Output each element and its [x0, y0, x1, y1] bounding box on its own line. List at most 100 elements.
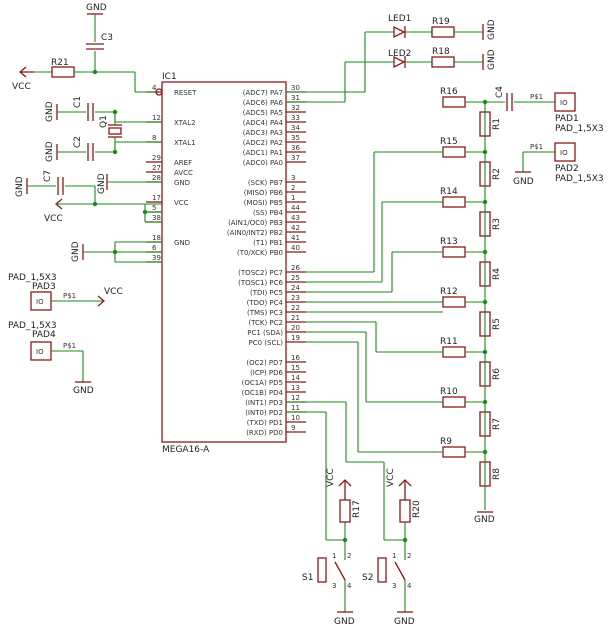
s1-pin-2: 2: [347, 552, 351, 560]
ic-right-pin-name: (T0/XCK) PB0: [237, 249, 283, 257]
ic-right-pin-name: (ADC4) PA4: [243, 119, 284, 127]
s2-lever: [394, 561, 406, 581]
pad4-io: IO: [36, 348, 44, 356]
pad4-label: PAD4: [32, 330, 56, 340]
ic-left-pin-name: XTAL2: [174, 119, 196, 127]
ic-left-pin-num: 27: [152, 164, 161, 172]
ic-right-pin-name: (TCK) PC2: [248, 319, 283, 327]
c3-label: C3: [101, 33, 113, 43]
ic-right-pin-name: (TDO) PC4: [247, 299, 284, 307]
vcc-label-left: VCC: [44, 214, 63, 224]
ic-left-pin-name: XTAL1: [174, 139, 196, 147]
gnd-label-c7: GND: [15, 176, 25, 197]
ic-left-pin-name: RESET: [174, 89, 197, 97]
led1-diode: [393, 25, 406, 39]
pad1-box: [554, 92, 576, 112]
ic-right-pin-name: (RXD) PD0: [246, 429, 283, 437]
r19-resistor: [431, 26, 455, 38]
ladder-top-label: R11: [440, 337, 458, 347]
vcc-label-top: VCC: [12, 82, 31, 92]
ic-right-pin-num: 12: [291, 394, 300, 402]
ic-right-pin-num: 19: [291, 334, 300, 342]
ic-right-pin-num: 16: [291, 354, 300, 362]
ic-right-pin-num: 36: [291, 144, 300, 152]
c4-label: C4: [495, 86, 505, 98]
ic-right-pin-num: 30: [291, 84, 300, 92]
ic-part: MEGA16-A: [162, 445, 210, 455]
r21-label: R21: [51, 58, 69, 68]
ic-right-pin-num: 23: [291, 294, 300, 302]
r21-resistor: [51, 66, 75, 78]
ic-right-pin-name: (ADC5) PA5: [243, 109, 283, 117]
ic-right-pin-num: 26: [291, 264, 300, 272]
ic-right-pin-name: PC1 (SDA): [247, 329, 283, 337]
ic-left-pin-name: VCC: [174, 199, 189, 207]
ic-right-pin-num: 37: [291, 154, 300, 162]
ic-left-pin-num: 4: [152, 84, 157, 92]
ic-right-pin-name: (ADC1) PA1: [243, 149, 283, 157]
pad1-label: PAD1: [555, 114, 579, 124]
r18-label: R18: [432, 47, 450, 57]
s1-label: S1: [302, 573, 313, 583]
ic-left-pin-num: 17: [152, 194, 161, 202]
pad2-box: [554, 142, 576, 162]
pad2-type: PAD_1,5X3: [555, 174, 604, 184]
r20-label: R20: [412, 500, 422, 518]
ic-right-pin-num: 21: [291, 314, 300, 322]
ic-left-pin-num: 8: [152, 134, 156, 142]
ic-left-pin-num: 5: [152, 204, 156, 212]
ladder-top-resistor: [442, 446, 466, 458]
ladder-top-label: R9: [440, 437, 452, 447]
ic-right-pin-name: (MISO) PB6: [244, 189, 284, 197]
c1-label: C1: [73, 96, 83, 108]
ladder-top-resistor: [442, 246, 466, 258]
ladder-top-resistor: [442, 396, 466, 408]
led2-label: LED2: [388, 49, 411, 59]
ic-right-pin-num: 10: [291, 414, 300, 422]
s2-pin-2: 2: [407, 552, 411, 560]
ic-right-pin-name: (OC2) PD7: [246, 359, 283, 367]
ic-right-pin-num: 20: [291, 324, 300, 332]
ladder-top-resistor: [442, 146, 466, 158]
gnd-label-pad4: GND: [73, 386, 94, 396]
ladder-rail-label: R1: [492, 118, 502, 130]
ic-left-pins: 4RESET12XTAL28XTAL129AREF27AVCC28GND17VC…: [146, 84, 197, 263]
pad3-label: PAD3: [32, 282, 56, 292]
s1-body: [317, 557, 327, 583]
ic-right-pin-name: (SS) PB4: [253, 209, 284, 217]
s2-pin-1: 1: [392, 552, 396, 560]
ladder-rail-label: R6: [492, 368, 502, 380]
ladder-top-label: R10: [440, 387, 458, 397]
ic-right-pin-name: (SCK) PB7: [248, 179, 283, 187]
crystal-q1: [108, 127, 122, 135]
gnd-label-top: GND: [86, 3, 107, 13]
ic-right-pin-num: 15: [291, 364, 300, 372]
ic-left-pin-num: 18: [152, 234, 161, 242]
pad2-io: IO: [560, 149, 568, 157]
s2-body: [377, 557, 387, 583]
ladder-rail-label: R4: [492, 268, 502, 280]
ic-right-pin-num: 32: [291, 104, 300, 112]
ic-left-pin-num: 6: [152, 244, 157, 252]
ic-right-pin-num: 9: [291, 424, 295, 432]
gnd-label-c1: GND: [45, 101, 55, 122]
ic-right-pin-name: (TDI) PC5: [250, 289, 283, 297]
ic-right-pin-name: (AIN1/OC0) PB3: [228, 219, 283, 227]
ic-right-pin-num: 40: [291, 244, 300, 252]
ic-right-pin-num: 11: [291, 404, 300, 412]
pad1-pin: P$1: [530, 93, 543, 101]
ic-right-pin-num: 35: [291, 134, 300, 142]
ladder-top-label: R13: [440, 237, 458, 247]
pad4-type: PAD_1,5X3: [8, 321, 57, 331]
r19-label: R19: [432, 17, 450, 27]
ic-right-pin-num: 3: [291, 174, 295, 182]
ic-right-pin-name: (ICP) PD6: [250, 369, 283, 377]
ic-left-pin-num: 29: [152, 154, 161, 162]
r17-label: R17: [352, 500, 362, 518]
vcc-arrow-pad3: [97, 295, 106, 307]
ladder-top-label: R16: [440, 87, 458, 97]
ic-right-pin-name: (INT1) PD3: [245, 399, 283, 407]
pad1-type: PAD_1,5X3: [555, 124, 604, 134]
